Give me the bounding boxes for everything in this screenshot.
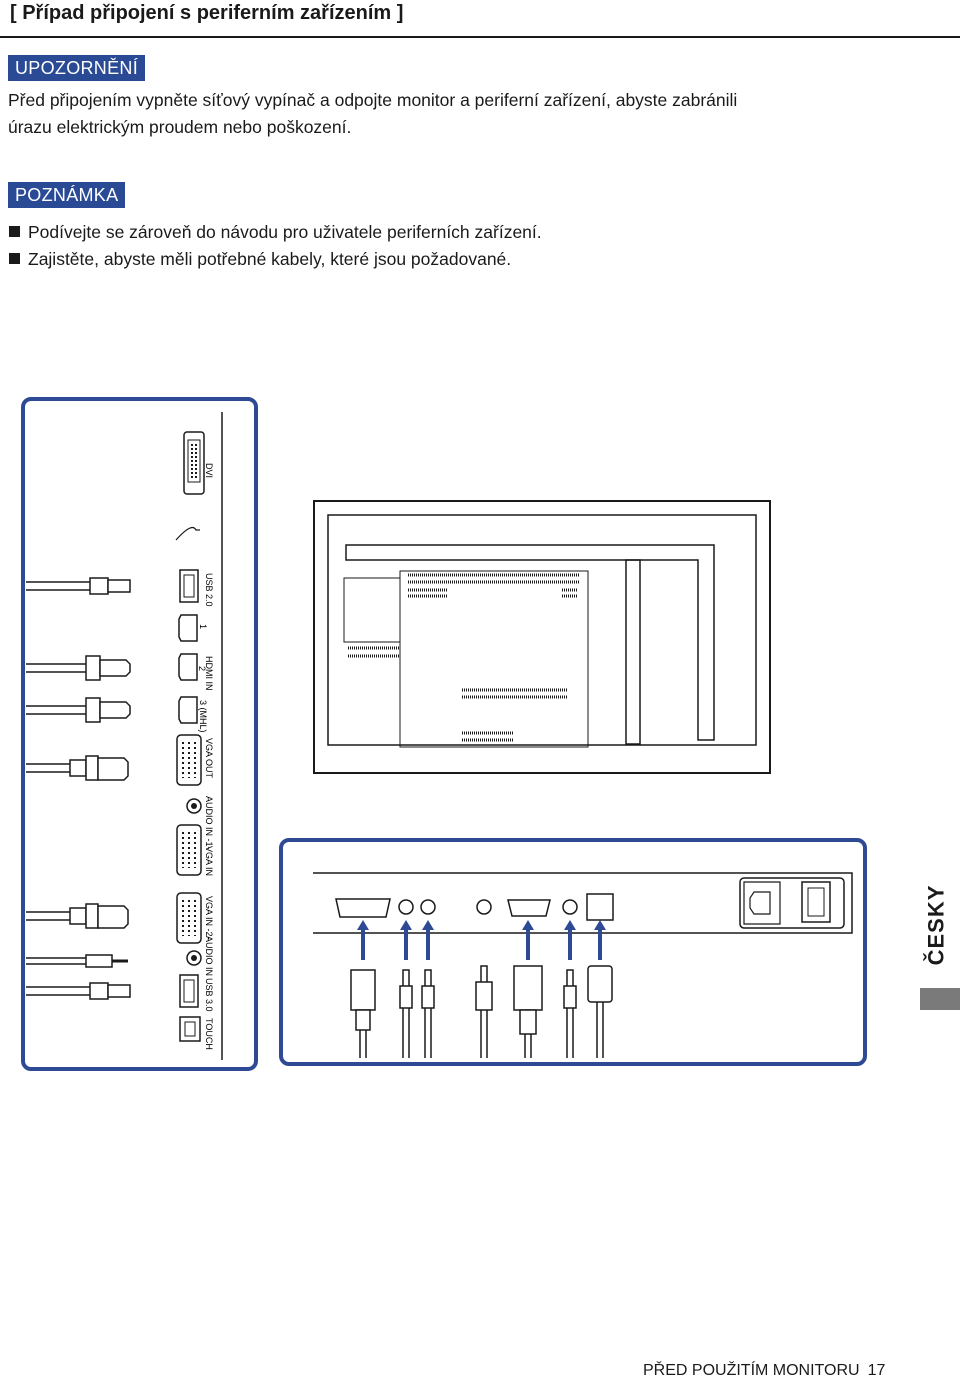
page-footer: PŘED POUŽITÍM MONITORU 17 — [643, 1362, 885, 1380]
touch-usb-b-port-icon — [179, 1016, 201, 1042]
bottom-terminal-panel — [279, 838, 867, 1066]
side-tab-bar — [920, 988, 960, 1010]
left-terminal-panel — [21, 397, 258, 1071]
note-item: Zajistěte, abyste měli potřebné kabely, … — [9, 246, 511, 272]
bottom-vga-port-icon — [335, 898, 391, 918]
hdmi-1-label: 1 — [198, 624, 208, 629]
title-divider — [0, 36, 960, 38]
bottom-audio-port-icon — [562, 899, 578, 915]
page-title: [ Případ připojení s periferním zařízení… — [10, 2, 404, 24]
language-side-tab: ČESKY — [912, 870, 960, 1010]
vga-in-2-port-icon — [176, 892, 202, 944]
audio-in-1-port-icon — [186, 798, 202, 814]
bottom-rs232-port-icon — [507, 899, 551, 917]
bottom-audio-port-icon — [476, 899, 492, 915]
touch-label: TOUCH — [204, 1018, 214, 1050]
audio-jack-dot-icon — [191, 955, 197, 961]
arrow-icons — [357, 920, 606, 960]
audio-in-1-label: AUDIO IN -1- — [204, 796, 214, 850]
hdmi-in-label: HDMI IN — [204, 656, 214, 691]
hdmi-port-1-icon — [178, 614, 198, 642]
audio-jack-dot-icon — [191, 803, 197, 809]
hdmi-port-2-icon — [178, 653, 198, 681]
language-label: ČESKY — [923, 884, 949, 966]
bottom-audio-port-icon — [420, 899, 436, 915]
audio-in-2-label: AUDIO IN — [204, 936, 214, 976]
bottom-lan-port-icon — [586, 893, 614, 921]
caution-line-1: Před připojením vypněte síťový vypínač a… — [8, 90, 738, 110]
vga-in-1-port-icon — [176, 824, 202, 876]
dvi-label: DVI — [204, 463, 214, 478]
left-cables — [26, 577, 131, 1000]
audio-in-2-port-icon — [186, 950, 202, 966]
caution-line-2: úrazu elektrickým proudem nebo poškození… — [8, 117, 352, 137]
hdmi-2-label: 2 — [197, 666, 207, 671]
caution-tag: UPOZORNĚNÍ — [8, 55, 146, 81]
monitor-rear-view — [313, 500, 771, 774]
vga-in-2-label: VGA IN -2- — [204, 896, 214, 940]
hdmi-3-label: 3 (MHL) — [198, 700, 208, 733]
note-tag: POZNÁMKA — [8, 182, 126, 208]
vga-out-port-icon — [176, 734, 202, 786]
bottom-audio-port-icon — [398, 899, 414, 915]
footer-section-title: PŘED POUŽITÍM MONITORU — [643, 1362, 860, 1379]
usb2-port-icon — [179, 569, 199, 603]
square-bullet-icon — [9, 226, 20, 237]
vga-out-label: VGA OUT — [204, 738, 214, 779]
dvi-port-icon — [183, 431, 205, 495]
note-item-text: Zajistěte, abyste měli potřebné kabely, … — [28, 249, 512, 269]
hdmi-port-3-icon — [178, 696, 198, 724]
note-item-text: Podívejte se zároveň do návodu pro uživa… — [28, 222, 542, 242]
usb3-label: USB 3.0 — [204, 978, 214, 1012]
bottom-cables — [350, 965, 613, 1058]
usb3-port-icon — [179, 974, 199, 1008]
square-bullet-icon — [9, 253, 20, 264]
page-number: 17 — [867, 1362, 886, 1379]
usb2-label: USB 2.0 — [204, 573, 214, 607]
note-item: Podívejte se zároveň do návodu pro uživa… — [9, 219, 542, 245]
vga-in-1-label: VGA IN — [204, 846, 214, 876]
